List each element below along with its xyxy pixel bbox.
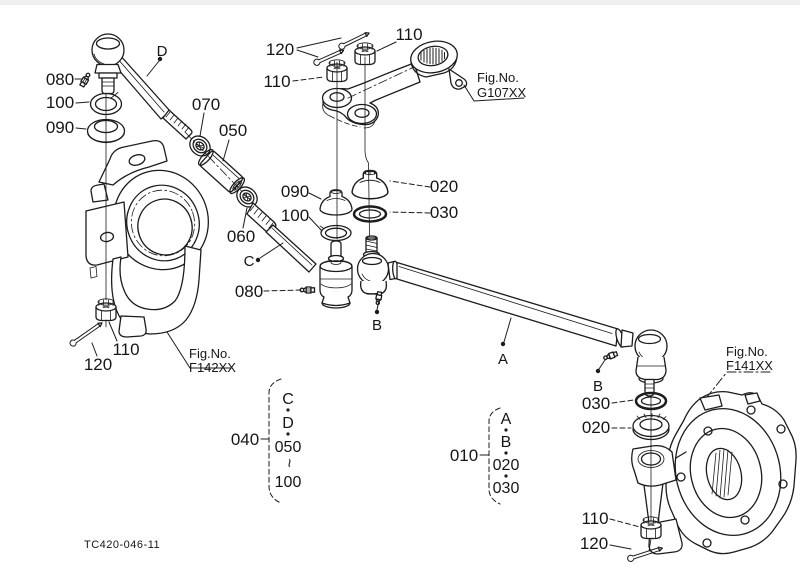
ref-letter-a: A (498, 351, 508, 368)
grease-fitting-b-right (603, 351, 619, 361)
castle-nut-bottom-left (95, 298, 117, 322)
castle-nut-bottom-right (640, 516, 662, 540)
group-010-item-a: A (501, 411, 512, 428)
lock-nut-070 (189, 135, 211, 157)
cotter-pin-arm-left (313, 49, 345, 66)
tie-rod-shaft-c (246, 202, 317, 273)
group-040-item-050: 050 (275, 439, 302, 456)
callout-110-bottom-right-nut: 110 (581, 509, 608, 528)
callout-080-tie-rod-grease-c: 080 (235, 282, 263, 301)
ref-letter-b-mid: B (372, 317, 382, 334)
drawing-code: TC420-046-11 (84, 539, 160, 551)
page-top-edge (0, 0, 800, 5)
dust-boot-020 (351, 169, 389, 200)
group-010-item-030: 030 (493, 480, 520, 497)
group-010-item-020: 020 (493, 457, 520, 474)
callout-120-bottom-left-pin: 120 (84, 355, 112, 374)
snap-ring-100 (319, 224, 352, 242)
callout-090-boot-c: 090 (281, 182, 309, 201)
grease-fitting-d (79, 72, 91, 88)
assembly-group-brackets (260, 378, 508, 505)
cotter-pin-bottom-right (627, 546, 663, 562)
drag-link (356, 235, 634, 348)
dust-boot-090 (319, 189, 353, 216)
callout-020-seal-right: 020 (582, 418, 610, 437)
callout-110-arm-left-nut: 110 (263, 72, 290, 91)
ref-letter-c: C (244, 253, 255, 270)
callout-110-bottom-left-nut: 110 (112, 340, 139, 359)
ref-letter-d: D (157, 43, 168, 60)
group-010-item-b: B (501, 434, 512, 451)
callout-030-o-ring-b: 030 (430, 203, 458, 222)
callout-120-bottom-right-pin: 120 (580, 534, 608, 553)
fig-ref-f142xx: F142XX (189, 360, 236, 375)
group-040-item-d: D (282, 415, 294, 432)
fig-no-label-pitman: Fig.No. (477, 70, 519, 85)
callout-120-arm-cotter-pins: 120 (266, 40, 294, 59)
cotter-pin-bottom-left (69, 322, 103, 347)
pitman-arm (321, 40, 468, 129)
callout-080-tie-rod-grease-d: 080 (46, 70, 74, 89)
callout-050-sleeve: 050 (219, 121, 247, 140)
group-040-item-c: C (282, 391, 294, 408)
tie-rod-end-d (91, 33, 193, 140)
group-label-040: 040 (231, 430, 259, 449)
grease-fitting-b-mid (375, 291, 383, 306)
tie-rod-end-c (319, 240, 353, 309)
callout-110-arm-top-nut: 110 (395, 25, 422, 44)
callout-020-boot-b: 020 (430, 177, 458, 196)
left-knuckle-housing (85, 140, 210, 338)
callout-leaders (74, 37, 771, 550)
callout-030-o-ring-right: 030 (582, 394, 610, 413)
fig-no-label-right: Fig.No. (726, 344, 768, 359)
right-axle-cover-housing (631, 390, 797, 555)
callout-060-lock-nut: 060 (227, 227, 255, 246)
group-040-range-tilde: ~ (280, 458, 297, 467)
fig-no-label-left: Fig.No. (189, 346, 231, 361)
group-label-010: 010 (450, 446, 478, 465)
callout-100-snap-ring-d: 100 (46, 93, 74, 112)
ref-letter-b-right: B (593, 378, 603, 395)
assembly-centerlines (105, 56, 652, 552)
fig-ref-g107xx: G107XX (477, 85, 526, 100)
group-040-item-100: 100 (275, 474, 302, 491)
callout-070-lock-nut: 070 (192, 95, 220, 114)
o-ring-030-mid (352, 205, 388, 223)
drag-link-end-a (634, 329, 668, 397)
callout-090-dust-cover-d: 090 (46, 118, 74, 137)
callout-100-snap-ring-c: 100 (281, 206, 309, 225)
cotter-pin-arm-top (338, 32, 370, 50)
fig-ref-f141xx: F141XX (726, 358, 773, 373)
